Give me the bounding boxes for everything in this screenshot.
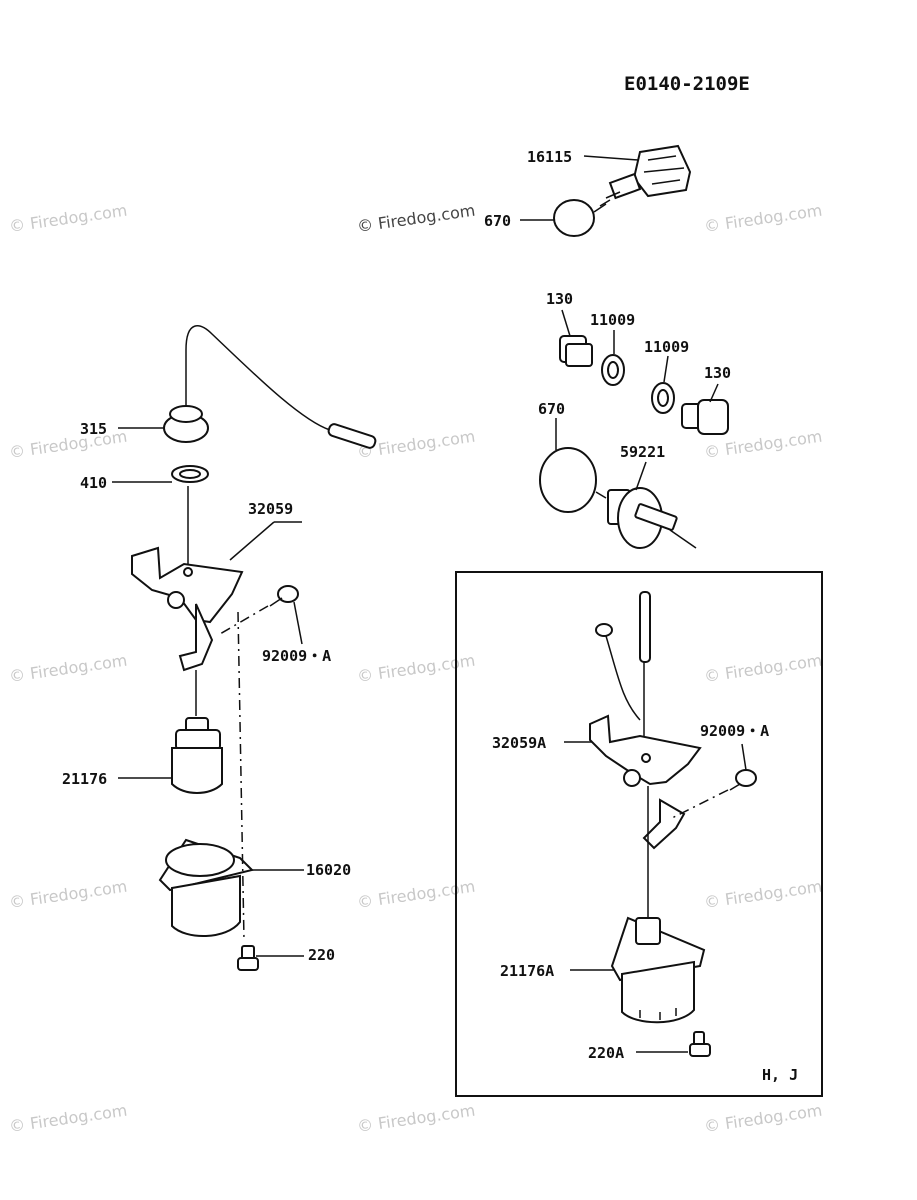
leader-670-link2 [595, 491, 607, 499]
part-label: 220A [588, 1044, 624, 1062]
part-label: 670 [484, 212, 511, 230]
part-label: 410 [80, 474, 107, 492]
part-label: 21176 [62, 770, 107, 788]
watermark: © Firedog.com [356, 877, 476, 912]
dash-16020 [237, 611, 245, 941]
part-670-mid-drawing [539, 447, 597, 513]
part-220a-drawing [689, 1031, 711, 1057]
dash-92009a-inset [671, 789, 729, 819]
dash-92009a-left [219, 605, 269, 635]
leader-11009-right [663, 355, 669, 383]
watermark: © Firedog.com [356, 651, 476, 686]
watermark: © Firedog.com [8, 201, 128, 236]
part-labels: 16115 670 130 11009 11009 130 670 59221 … [62, 148, 798, 1084]
part-label: 92009・A [262, 647, 331, 665]
part-label: 16020 [306, 861, 351, 879]
part-label: 92009・A [700, 722, 769, 740]
part-32059a-drawing [589, 714, 702, 850]
part-315-drawing [163, 405, 209, 443]
part-11009-left-drawing [601, 354, 625, 386]
part-wire-lead-drawing [185, 325, 377, 449]
leader-92009a-inset [741, 743, 747, 771]
part-21176-drawing [171, 717, 223, 794]
part-220-drawing [237, 945, 259, 971]
part-label: 59221 [620, 443, 665, 461]
part-label: 32059A [492, 734, 546, 752]
part-label: 16115 [527, 148, 572, 166]
part-label: 130 [546, 290, 573, 308]
part-wire-inset-drawing [595, 623, 641, 721]
part-16115-drawing [599, 144, 692, 207]
part-130-left-drawing [559, 335, 593, 367]
leader-92009a-left [293, 601, 303, 645]
part-label: 11009 [644, 338, 689, 356]
part-label: 670 [538, 400, 565, 418]
leader-130-right [709, 383, 719, 403]
watermark: © Firedog.com [703, 1101, 823, 1136]
watermark: © Firedog.com [703, 877, 823, 912]
leader-130-left [561, 309, 571, 337]
part-label: 220 [308, 946, 335, 964]
part-label: 21176A [500, 962, 554, 980]
part-21176a-drawing [610, 916, 706, 1024]
watermark-layer: © Firedog.com © Firedog.com © Firedog.co… [8, 201, 823, 1136]
variant-inset-box [455, 571, 823, 1097]
part-rod-inset-drawing [639, 591, 651, 758]
part-92009a-left-drawing [269, 585, 299, 607]
watermark: © Firedog.com [8, 427, 128, 462]
watermark: © Firedog.com [703, 651, 823, 686]
part-11009-right-drawing [651, 382, 675, 414]
watermark: © Firedog.com [356, 1101, 476, 1136]
watermark: © Firedog.com [703, 201, 823, 236]
part-label: 32059 [248, 500, 293, 518]
part-32059-drawing [131, 546, 244, 672]
part-670-top-drawing [553, 199, 595, 237]
part-label: 315 [80, 420, 107, 438]
watermark: © Firedog.com [8, 1101, 128, 1136]
leader-670-link [593, 203, 607, 213]
watermark: © Firedog.com [8, 877, 128, 912]
leader-32059 [229, 521, 275, 561]
diagram-code: E0140-2109E [624, 73, 750, 95]
part-59221-drawing [607, 487, 697, 549]
part-label: 11009 [590, 311, 635, 329]
watermark: © Firedog.com [8, 651, 128, 686]
part-92009a-inset-drawing [729, 769, 757, 791]
part-130-right-drawing [681, 399, 729, 435]
part-410-drawing [171, 465, 209, 483]
leader-59221 [635, 461, 647, 491]
leader-16115 [583, 155, 639, 161]
variant-label: H, J [762, 1066, 798, 1084]
part-label: 130 [704, 364, 731, 382]
part-16020-drawing [158, 838, 254, 937]
watermark: © Firedog.com [356, 201, 476, 236]
